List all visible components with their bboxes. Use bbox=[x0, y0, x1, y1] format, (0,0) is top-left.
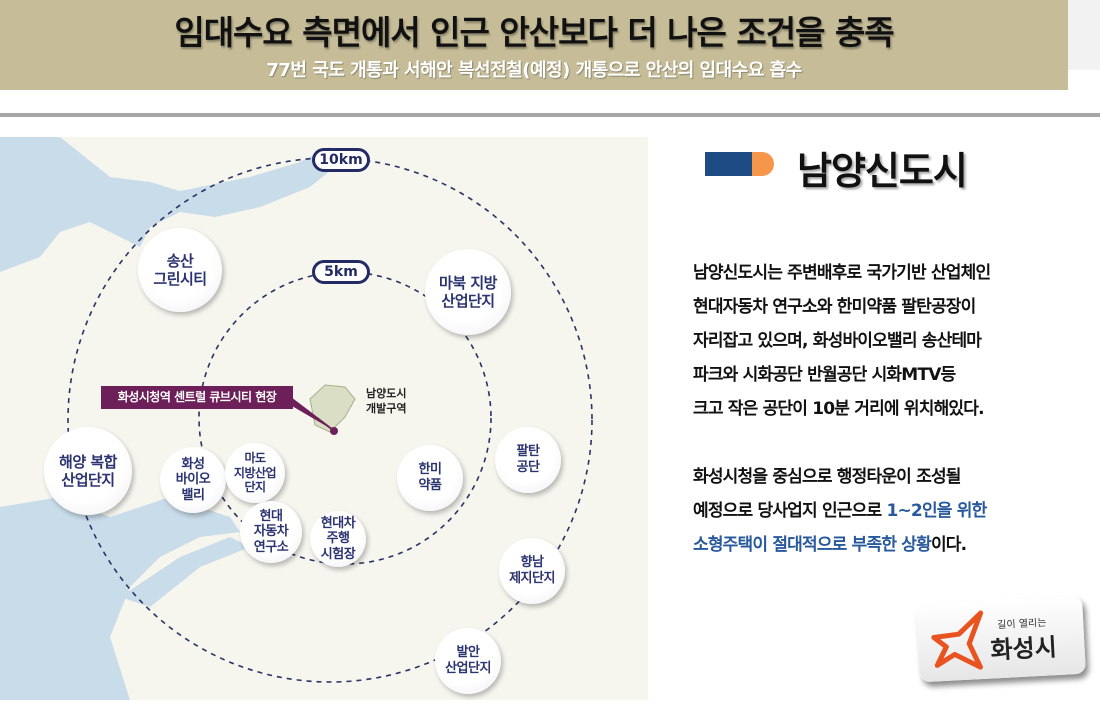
hwaseong-logo: 길이 열리는 화성시 bbox=[916, 595, 1086, 683]
ring-label-5km: 5km bbox=[312, 260, 370, 284]
ring-5km bbox=[198, 271, 492, 565]
title-bar-accent-icon bbox=[752, 152, 774, 176]
section-title: 남양신도시 bbox=[797, 149, 968, 193]
place-hyundai-research: 현대 자동차 연구소 bbox=[240, 501, 302, 563]
map-base bbox=[0, 137, 593, 700]
desc-highlight: 1~2인을 위한 bbox=[886, 501, 987, 521]
place-paltan: 팔탄 공단 bbox=[495, 427, 561, 493]
headline: 임대수요 측면에서 인근 안산보다 더 나은 조건을 충족 bbox=[174, 13, 894, 52]
desc-line: 자리잡고 있으며, 화성바이오밸리 송산테마 bbox=[693, 331, 982, 351]
ring-label-10km: 10km bbox=[312, 148, 370, 172]
header-right-panel bbox=[1068, 0, 1100, 70]
desc-text: 이다. bbox=[930, 535, 967, 555]
logo-name: 화성시 bbox=[989, 633, 1058, 665]
place-hanmi: 한미 약품 bbox=[397, 445, 463, 511]
site-label: 화성시청역 센트럴 큐브시티 현장 bbox=[101, 386, 293, 409]
desc-line: 현대자동차 연구소와 한미약품 팔탄공장이 bbox=[693, 297, 976, 317]
description: 남양신도시는 주변배후로 국가기반 산업체인 현대자동차 연구소와 한미약품 팔… bbox=[693, 256, 1098, 562]
place-hyundai-proving: 현대차 주행 시험장 bbox=[310, 511, 366, 567]
place-songsan: 송산 그린시티 bbox=[138, 228, 222, 312]
location-map: 10km 5km 화성시청역 센트럴 큐브시티 현장 남양도시 개발구역 송산 … bbox=[0, 137, 648, 700]
star-logo-icon bbox=[931, 610, 984, 670]
place-mado: 마도 지방산업 단지 bbox=[225, 443, 285, 503]
place-balan: 발안 산업단지 bbox=[435, 628, 501, 694]
desc-highlight: 소형주택이 절대적으로 부족한 상황 bbox=[693, 535, 932, 555]
desc-text: 예정으로 당사업지 인근으로 bbox=[693, 501, 887, 521]
desc-line: 크고 작은 공단이 10분 거리에 위치해있다. bbox=[693, 399, 985, 419]
place-bio-valley: 화성 바이오 밸리 bbox=[160, 447, 226, 513]
place-mabuk: 마북 지방 산업단지 bbox=[425, 249, 511, 335]
desc-line: 예정으로 당사업지 인근으로 1~2인을 위한 bbox=[693, 494, 1098, 528]
subheadline: 77번 국도 개통과 서해안 복선전철(예정) 개통으로 안산의 임대수요 흡수 bbox=[266, 60, 802, 81]
header-banner: 임대수요 측면에서 인근 안산보다 더 나은 조건을 충족 77번 국도 개통과… bbox=[0, 0, 1068, 90]
water bbox=[0, 137, 335, 700]
desc-line: 화성시청을 중심으로 행정타운이 조성될 bbox=[693, 467, 961, 487]
district-label: 남양도시 개발구역 bbox=[366, 387, 407, 415]
place-hyangnam: 향남 제지단지 bbox=[499, 538, 565, 604]
district-shape bbox=[309, 384, 356, 433]
title-bar-icon bbox=[705, 152, 753, 176]
divider bbox=[0, 113, 1100, 117]
site-marker bbox=[330, 427, 338, 435]
desc-line: 남양신도시는 주변배후로 국가기반 산업체인 bbox=[693, 263, 991, 283]
desc-line: 소형주택이 절대적으로 부족한 상황이다. bbox=[693, 528, 1098, 562]
desc-line: 파크와 시화공단 반월공단 시화MTV등 bbox=[693, 365, 956, 385]
place-haeyang: 해양 복합 산업단지 bbox=[44, 427, 132, 515]
